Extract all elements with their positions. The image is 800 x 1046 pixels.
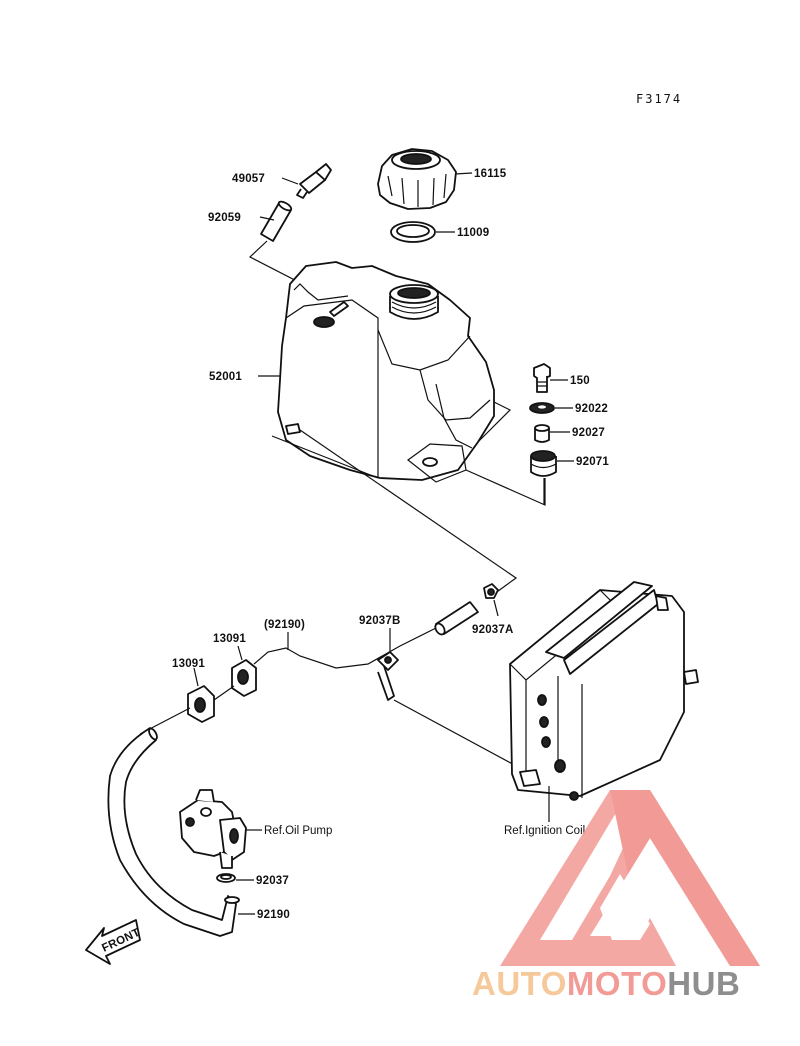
part-label-92190-bracket: (92190)	[264, 619, 305, 631]
watermark-part-hub: HUB	[667, 965, 740, 1002]
hose-clamp-b-icon	[377, 651, 399, 701]
watermark-part-moto: MOTO	[567, 965, 667, 1002]
rubber-damper-icon	[530, 450, 557, 477]
part-label-150: 150	[570, 375, 590, 387]
part-label-92037B: 92037B	[359, 615, 400, 627]
ignition-coil-icon	[509, 581, 699, 801]
automotohub-logo: AUTOMOTOHUB	[472, 790, 760, 1002]
part-label-16115: 16115	[474, 168, 507, 180]
oil-pump-icon	[179, 789, 247, 869]
ref-ignition-coil: Ref.Ignition Coil	[504, 825, 585, 837]
part-label-92190: 92190	[257, 909, 290, 921]
bolt-icon	[533, 363, 551, 393]
cap-gasket-icon	[390, 221, 436, 243]
part-label-92059: 92059	[208, 212, 241, 224]
part-label-13091-upper: 13091	[213, 633, 246, 645]
vent-hose-icon	[260, 200, 293, 242]
part-label-92037: 92037	[256, 875, 289, 887]
ref-oil-pump: Ref.Oil Pump	[264, 825, 332, 837]
part-label-49057: 49057	[232, 173, 265, 185]
fuel-tank-icon	[277, 261, 495, 483]
front-direction-arrow: FRONT	[85, 919, 142, 965]
hose-clip-icon	[216, 873, 236, 883]
grommet-lower-icon	[187, 685, 215, 723]
watermark-word: AUTOMOTOHUB	[472, 965, 740, 1002]
part-label-92027: 92027	[572, 427, 605, 439]
fuel-cap-icon	[377, 148, 457, 210]
grommet-upper-icon	[231, 659, 257, 697]
watermark-part-auto: AUTO	[472, 965, 567, 1002]
vent-fitting-icon	[296, 163, 332, 199]
part-label-92022: 92022	[575, 403, 608, 415]
triangle-logo-icon	[500, 790, 760, 966]
collar-icon	[534, 424, 550, 443]
fuel-hose-short-icon	[434, 601, 479, 636]
washer-icon	[529, 402, 555, 414]
part-label-92071: 92071	[576, 456, 609, 468]
part-label-13091-lower: 13091	[172, 658, 205, 670]
part-label-52001: 52001	[209, 371, 242, 383]
diagram-code: F3174	[636, 92, 682, 106]
hose-clamp-icon	[483, 583, 499, 599]
oil-hose-icon	[107, 727, 240, 937]
part-label-11009: 11009	[457, 227, 489, 239]
part-label-92037A: 92037A	[472, 624, 513, 636]
